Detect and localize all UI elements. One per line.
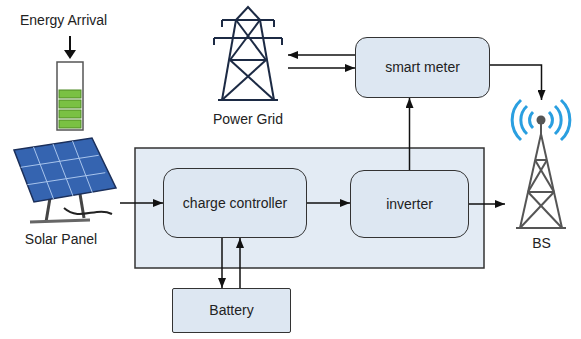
energy-arrival-icon — [57, 36, 83, 130]
power-grid-node: Power Grid — [208, 6, 288, 128]
solar-panel-node: Solar Panel — [2, 132, 120, 248]
icon-label: Solar Panel — [25, 231, 97, 248]
box-label: smart meter — [385, 59, 460, 76]
arrow-connector — [490, 65, 542, 100]
process-box: charge controller — [163, 168, 307, 238]
caption-label: Energy Arrival — [20, 12, 107, 29]
arrow-connector — [307, 202, 350, 204]
base-station-node: BS — [505, 100, 578, 252]
box-label: charge controller — [183, 195, 287, 212]
base-station-icon — [512, 100, 570, 228]
box-label: Battery — [209, 302, 253, 319]
arrow-connector — [288, 54, 355, 56]
arrow-connector — [239, 238, 241, 288]
process-box: inverter — [350, 170, 469, 238]
arrow-connector — [469, 203, 505, 205]
icon-label: Power Grid — [213, 111, 283, 128]
icon-label: BS — [532, 235, 551, 252]
arrow-connector — [409, 98, 411, 170]
pylon-icon — [214, 7, 282, 100]
process-box: smart meter — [355, 37, 490, 98]
arrow-connector — [288, 67, 355, 69]
box-label: inverter — [386, 196, 433, 213]
enclosure-panel — [135, 148, 484, 268]
battery-box: Battery — [172, 288, 291, 333]
arrow-connector — [120, 202, 163, 204]
solar-panel-icon — [14, 138, 116, 222]
arrow-connector — [221, 238, 223, 288]
